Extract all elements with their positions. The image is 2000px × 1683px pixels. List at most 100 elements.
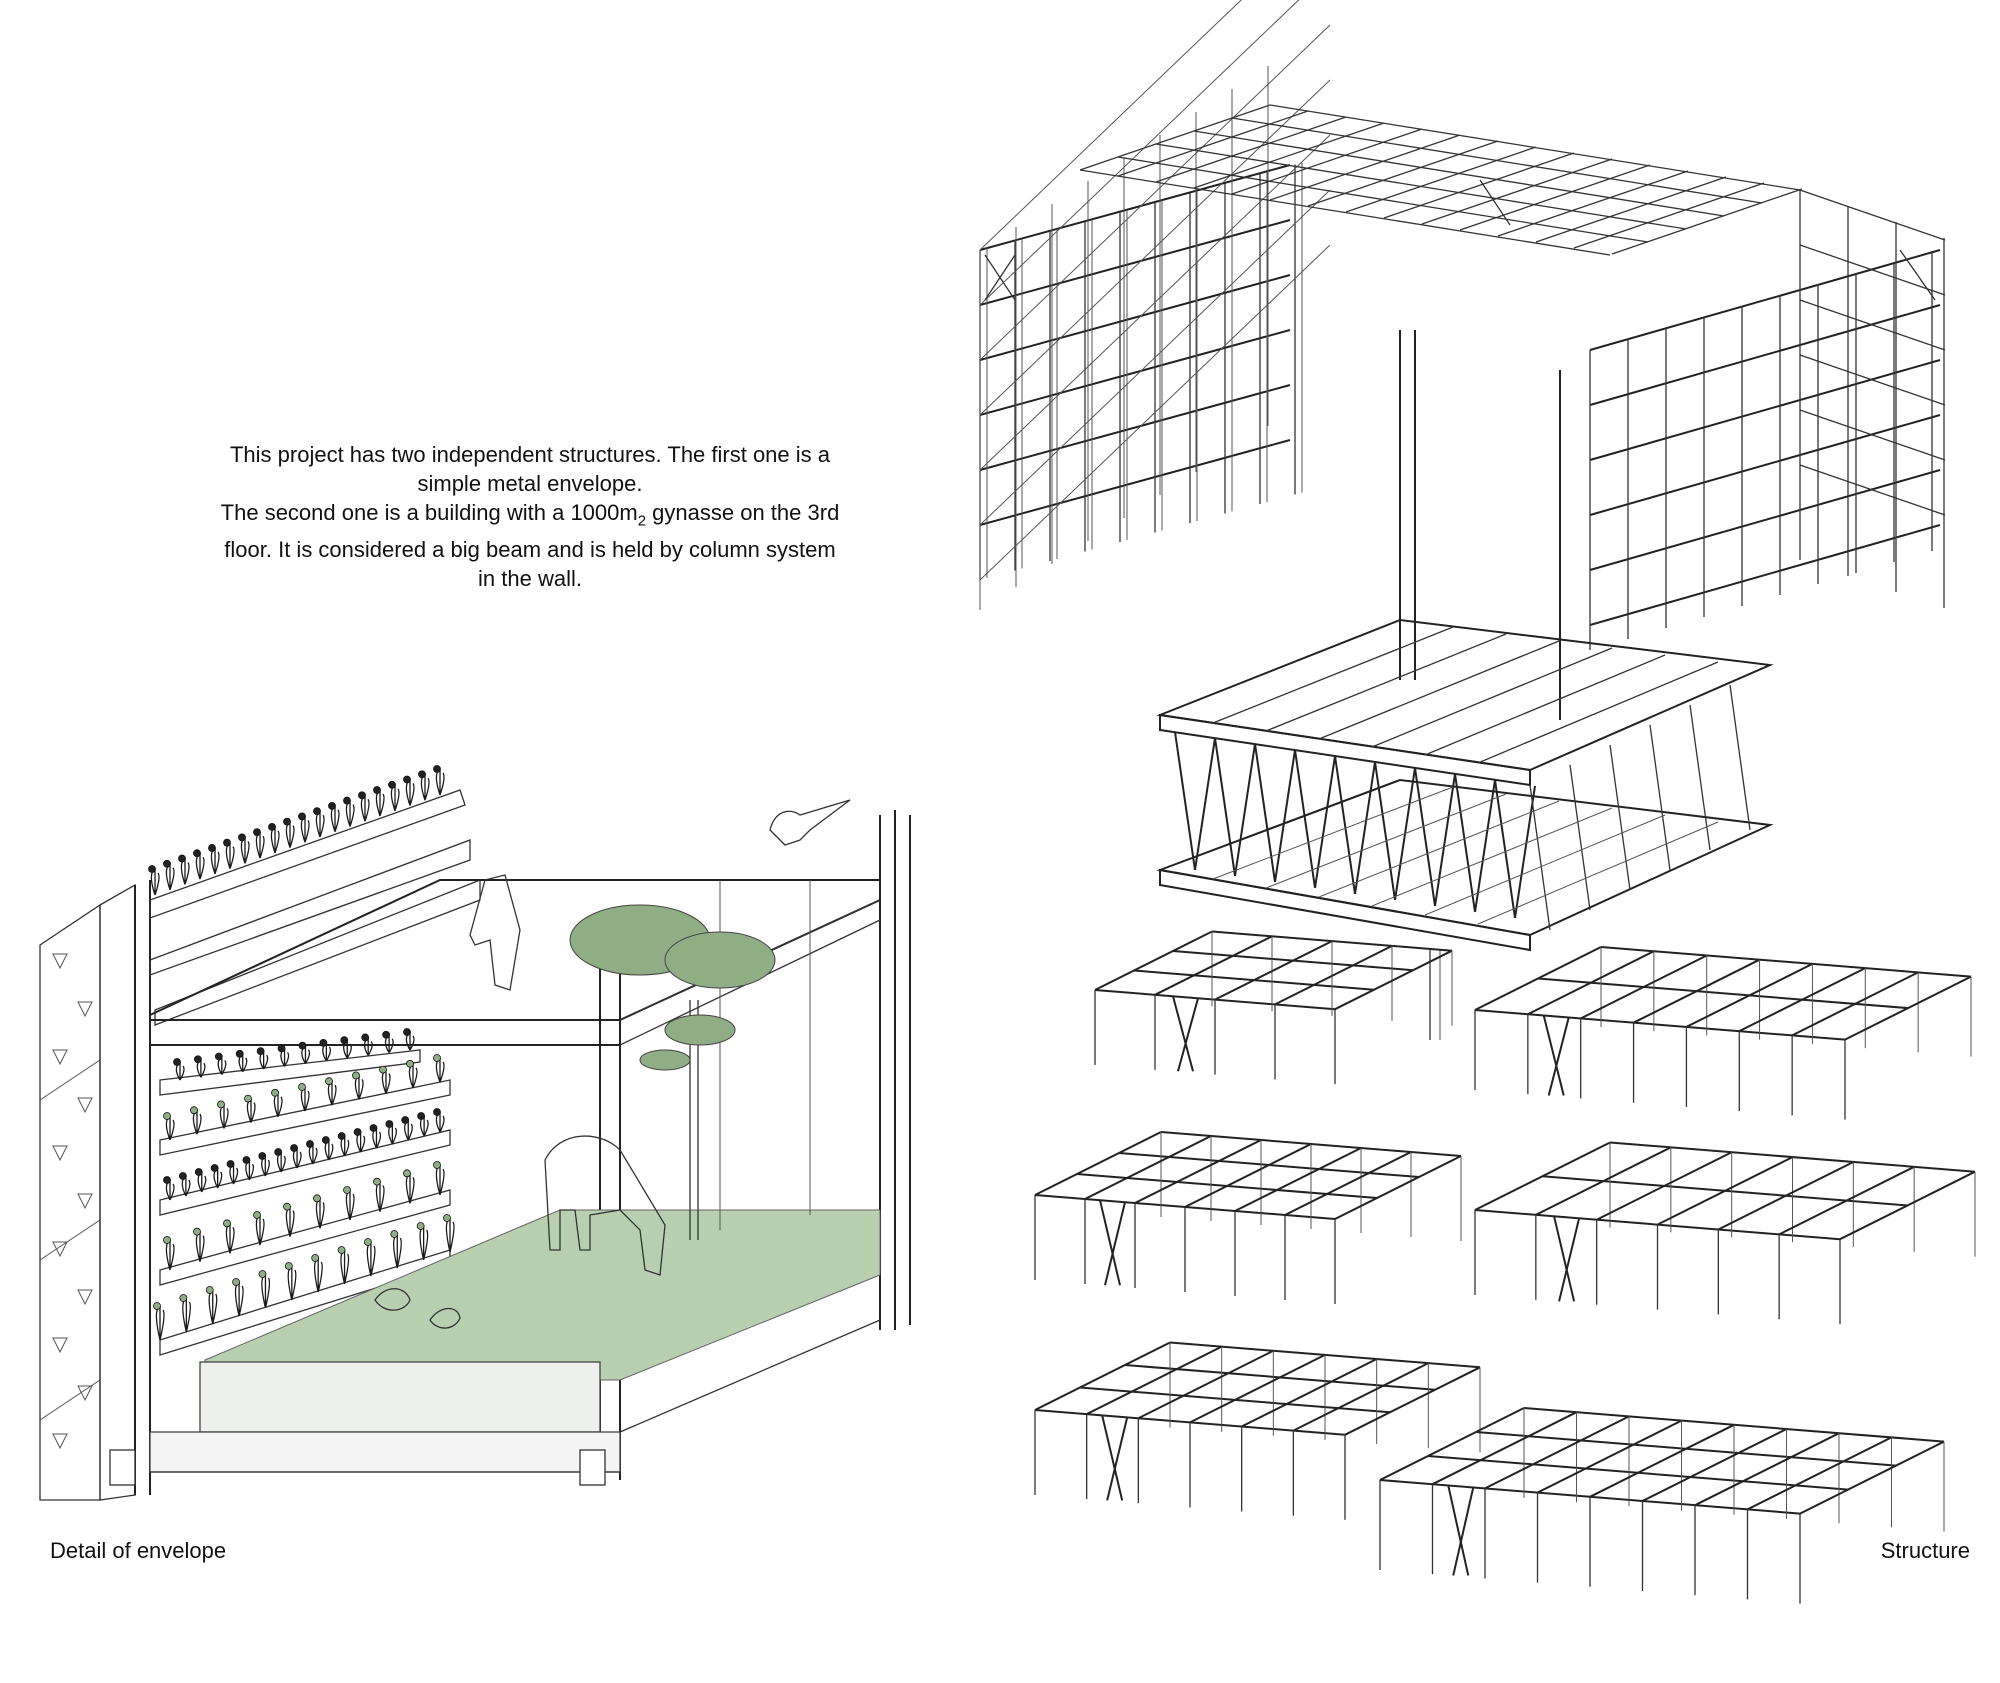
plant <box>210 847 220 875</box>
frame-beam <box>1334 1155 1462 1220</box>
truss-diagonal <box>1494 779 1516 919</box>
upper-beam <box>1589 359 1941 461</box>
plant-bud <box>268 822 276 831</box>
truss-joist <box>1212 786 1454 880</box>
plant-bud <box>373 786 381 794</box>
triangle-opening <box>52 1049 68 1066</box>
structure-exploded-axonometric <box>979 0 1976 1604</box>
truss-diagonal <box>1314 755 1336 889</box>
truss-diagonal <box>1354 761 1376 895</box>
plant <box>445 1218 455 1253</box>
frame-beam <box>1685 963 1813 1028</box>
plant-bud <box>283 817 291 826</box>
lower-floor-frames <box>1034 930 1976 1604</box>
plant <box>313 1258 323 1293</box>
roof-beam <box>1079 169 1611 256</box>
plant-bud <box>253 1211 261 1219</box>
truss-diagonal <box>1434 773 1456 907</box>
plant <box>182 1298 191 1333</box>
plant-bud <box>163 1112 171 1120</box>
upper-beam <box>979 189 1331 526</box>
truss-diagonal <box>1234 743 1256 877</box>
plant <box>405 779 415 806</box>
plant-bud <box>313 807 321 816</box>
floor-frame <box>1474 946 1972 1120</box>
plant-bud <box>416 1222 425 1230</box>
plant-bud <box>361 1033 370 1042</box>
description-line-2: simple metal envelope. <box>417 471 643 496</box>
plant <box>330 805 340 833</box>
plant-bud <box>443 1214 451 1222</box>
truss-diagonal <box>1514 785 1536 919</box>
triangle-opening <box>52 953 68 970</box>
upper-beam <box>1799 409 1946 461</box>
plant <box>208 1290 218 1325</box>
floor-frame <box>1034 1131 1462 1304</box>
floor-frame <box>1034 1341 1481 1520</box>
plant <box>165 1240 175 1271</box>
project-description: This project has two independent structu… <box>170 440 890 593</box>
frame-beam <box>1274 945 1393 1006</box>
bird-figure <box>769 799 851 846</box>
plant-bud <box>223 838 231 847</box>
frame-brace <box>1177 997 1199 1072</box>
frame-beam <box>1738 967 1866 1033</box>
truss-joist <box>1265 633 1507 732</box>
plant-bud <box>208 844 216 852</box>
truss-joist <box>1424 814 1666 916</box>
brace <box>1479 179 1511 226</box>
roof-beam <box>1459 164 1651 231</box>
triangle-opening <box>52 1241 68 1258</box>
plant <box>345 1190 355 1221</box>
plant-bud <box>337 1246 346 1254</box>
upper-beam <box>979 384 1291 471</box>
upper-beam <box>1799 464 1946 516</box>
plant-bud <box>325 1077 333 1086</box>
plant-bud <box>148 865 156 873</box>
floor-slab <box>149 1319 881 1473</box>
plant <box>340 1250 350 1285</box>
plant <box>405 1173 415 1204</box>
description-line-3: The second one is a building with a 1000… <box>170 498 890 535</box>
upper-beam <box>1589 249 1941 351</box>
plant-bud <box>343 1186 351 1194</box>
floor-frame <box>1474 1141 1976 1325</box>
frame-beam <box>1657 1156 1793 1226</box>
plant <box>165 863 175 890</box>
roof-beam <box>1611 188 1803 255</box>
floor-frame <box>1094 930 1453 1085</box>
caption-structure: Structure <box>1880 1538 1970 1563</box>
plant-bud <box>311 1254 320 1262</box>
upper-beam <box>979 274 1291 361</box>
plant-bud <box>256 1047 265 1055</box>
brace <box>1899 249 1936 301</box>
plant-bud <box>226 1160 235 1168</box>
plant-bud <box>364 1238 372 1246</box>
plant-bud <box>382 1030 390 1039</box>
roof-beam <box>1345 146 1537 213</box>
frame-brace <box>1447 1485 1470 1576</box>
planter-band <box>149 789 481 1026</box>
truss-diagonal <box>1569 764 1591 911</box>
truss-diagonal <box>1474 779 1496 913</box>
plant <box>255 1215 265 1246</box>
triangle-opening <box>52 1145 68 1162</box>
upper-beam <box>979 219 1291 306</box>
upper-beam <box>979 244 1331 581</box>
truss-joist <box>1371 647 1613 748</box>
frame-beam <box>1527 950 1655 1016</box>
plant-bud <box>242 1156 251 1164</box>
roof-beam <box>1193 130 1725 217</box>
frame-beam <box>1379 1407 1525 1481</box>
upper-beam <box>1799 244 1946 296</box>
frame-beam <box>1474 1009 1846 1041</box>
upper-beam <box>1589 414 1941 516</box>
plant-bud <box>283 1202 291 1211</box>
truss-bottom-front <box>1159 868 1531 952</box>
plant <box>360 795 370 822</box>
plant-bud <box>163 1236 171 1244</box>
truss-diagonal <box>1609 744 1631 891</box>
frame-brace <box>1452 1487 1475 1576</box>
floor-frame <box>1379 1407 1945 1604</box>
roof-beam <box>1421 158 1613 225</box>
